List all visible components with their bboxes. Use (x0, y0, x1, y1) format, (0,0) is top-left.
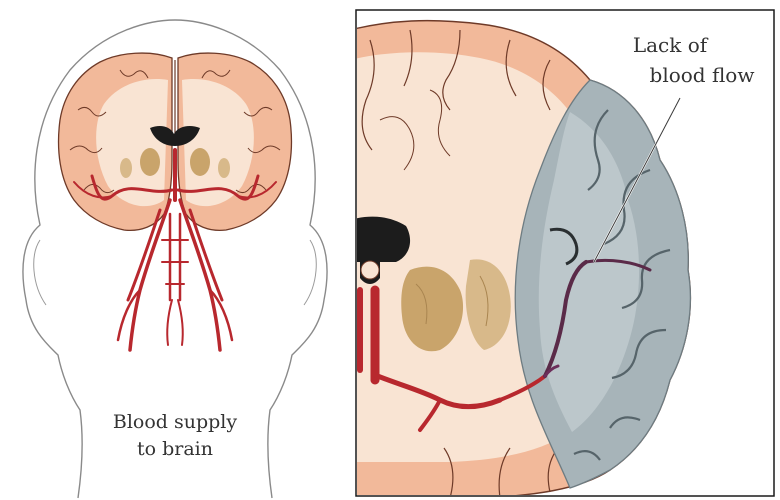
head-diagram-panel: Blood supply to brain (0, 0, 350, 500)
annotation-lack-of-blood-flow-line2: blood flow (650, 63, 755, 87)
stroke-detail-panel: Lack of blood flow (350, 0, 780, 500)
caption-blood-supply-line1: Blood supply (113, 411, 238, 433)
annotation-lack-of-blood-flow-line1: Lack of (633, 33, 709, 57)
head-diagram: Blood supply to brain (0, 0, 350, 500)
brain-coronal-small (59, 53, 292, 230)
caption-blood-supply-line2: to brain (137, 438, 213, 460)
stroke-detail-diagram: Lack of blood flow (350, 0, 780, 500)
